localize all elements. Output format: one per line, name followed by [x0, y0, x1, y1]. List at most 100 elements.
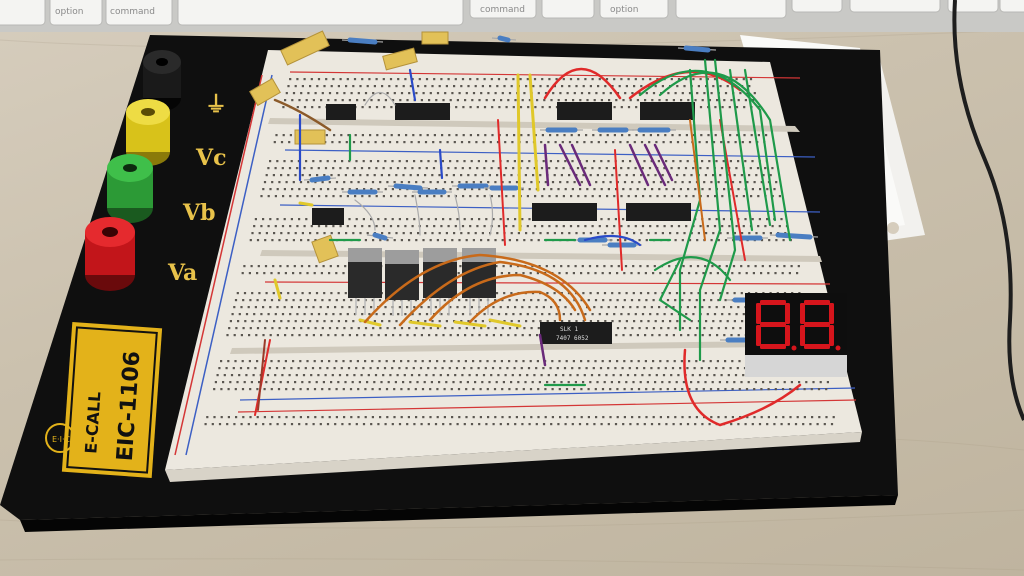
jumper-wire [658, 258, 692, 322]
post-label-vc: Vc [195, 145, 226, 171]
jumper-wire [528, 73, 540, 192]
digit-segment [829, 325, 834, 346]
ic-chips: SLK 1 7407 6052 [312, 102, 695, 344]
jumper-wire [643, 143, 667, 187]
digit-segment [804, 300, 830, 305]
jumper-wire [453, 320, 487, 328]
digit-segment [804, 344, 830, 349]
jumper-wire [728, 68, 754, 232]
capacitors [249, 30, 449, 264]
jumper-wire [468, 290, 562, 324]
jumper-wire [489, 194, 494, 236]
resistors [303, 35, 819, 343]
jumper-wire [558, 143, 582, 187]
jumper-wire [454, 194, 461, 231]
usb-cable [952, 0, 1024, 421]
resistor [393, 183, 423, 191]
jumper-wire [653, 143, 674, 182]
key-label-command-right: command [480, 5, 525, 15]
jumper-wire [543, 143, 550, 187]
jumper-wire [678, 68, 702, 332]
jumper-wire [689, 119, 706, 241]
logo-letters: E·I·C [52, 435, 71, 444]
jumper-wire [497, 119, 506, 246]
post-label-vb: Vb [182, 200, 215, 226]
ground-symbol: ⏚ [205, 92, 227, 118]
resistor [775, 232, 813, 240]
key-label-command-left: command [110, 7, 155, 17]
digit-segment [760, 344, 786, 349]
decimal-point [835, 345, 841, 351]
jumper-wires [254, 58, 802, 427]
jumper-wire [254, 339, 271, 416]
binding-post-green [107, 154, 153, 223]
ic-dip-2 [395, 103, 450, 120]
jumper-wire [358, 318, 382, 327]
keyboard: option command command option [0, 0, 1024, 32]
jumper-wire [628, 143, 650, 187]
key-label-option-left: option [55, 7, 83, 17]
resistor [372, 232, 388, 241]
jumper-wire [363, 253, 592, 324]
jumper-wire [653, 256, 732, 282]
binding-post-black [143, 50, 181, 111]
jumper-wire [713, 58, 737, 302]
digit-segment [756, 303, 761, 324]
brand-plate: E-CALL EIC-1106 [61, 322, 163, 478]
digit-segment [804, 322, 830, 327]
jumper-wire [698, 58, 722, 362]
binding-post-red [85, 217, 135, 291]
binding-post-yellow [126, 99, 170, 166]
brand-name: E-CALL [81, 391, 104, 454]
jumper-wire [273, 278, 282, 300]
digit-segment [756, 325, 761, 346]
display-digits [756, 300, 841, 351]
jumper-wire [298, 201, 314, 207]
ic-dip-5 [312, 208, 344, 225]
ic-dip-6 [532, 203, 597, 221]
jumper-wire [273, 98, 332, 132]
jumper-wire [428, 273, 577, 322]
jumper-wire [398, 260, 587, 327]
jumper-wire [743, 68, 772, 227]
resistor [683, 45, 711, 53]
jumper-wire [538, 333, 547, 367]
digit-segment [785, 325, 790, 346]
seven-segment-display [745, 293, 847, 377]
jumper-wire [570, 143, 592, 187]
jumper-wire [488, 318, 522, 328]
breadboard [165, 50, 862, 482]
jumper-wire [414, 194, 421, 236]
jumper-wire [516, 73, 522, 232]
ic-marking-line1: SLK 1 [560, 326, 578, 333]
digit-segment [760, 322, 786, 327]
digit-segment [785, 303, 790, 324]
digit-segment [760, 300, 786, 305]
jumper-wire [364, 91, 396, 106]
jumper-wire [408, 68, 417, 102]
brand-logo-circle: E·I·C [45, 423, 75, 453]
ic-dip-1 [326, 104, 356, 120]
jumper-wire [354, 199, 376, 231]
jumper-wire [408, 320, 442, 328]
digit-segment [829, 303, 834, 324]
jumper-wire [543, 67, 622, 100]
binding-posts [85, 50, 181, 291]
key-label-option-right: option [610, 5, 638, 15]
to220-transistors [348, 248, 496, 316]
post-label-va: Va [167, 260, 197, 286]
ic-marking-line2: 7407 6052 [556, 335, 589, 342]
jumper-wire [683, 348, 802, 427]
ic-dip-3 [557, 102, 612, 120]
ic-dip-4 [640, 102, 695, 120]
ic-dip-labeled [540, 322, 612, 344]
resistor [497, 35, 511, 43]
resistor [347, 37, 378, 45]
resistor [309, 175, 331, 183]
decimal-point [791, 345, 797, 351]
ic-dip-7 [626, 203, 691, 221]
jumper-wire [583, 234, 642, 247]
jumper-wire [438, 148, 444, 180]
digit-segment [800, 325, 805, 346]
